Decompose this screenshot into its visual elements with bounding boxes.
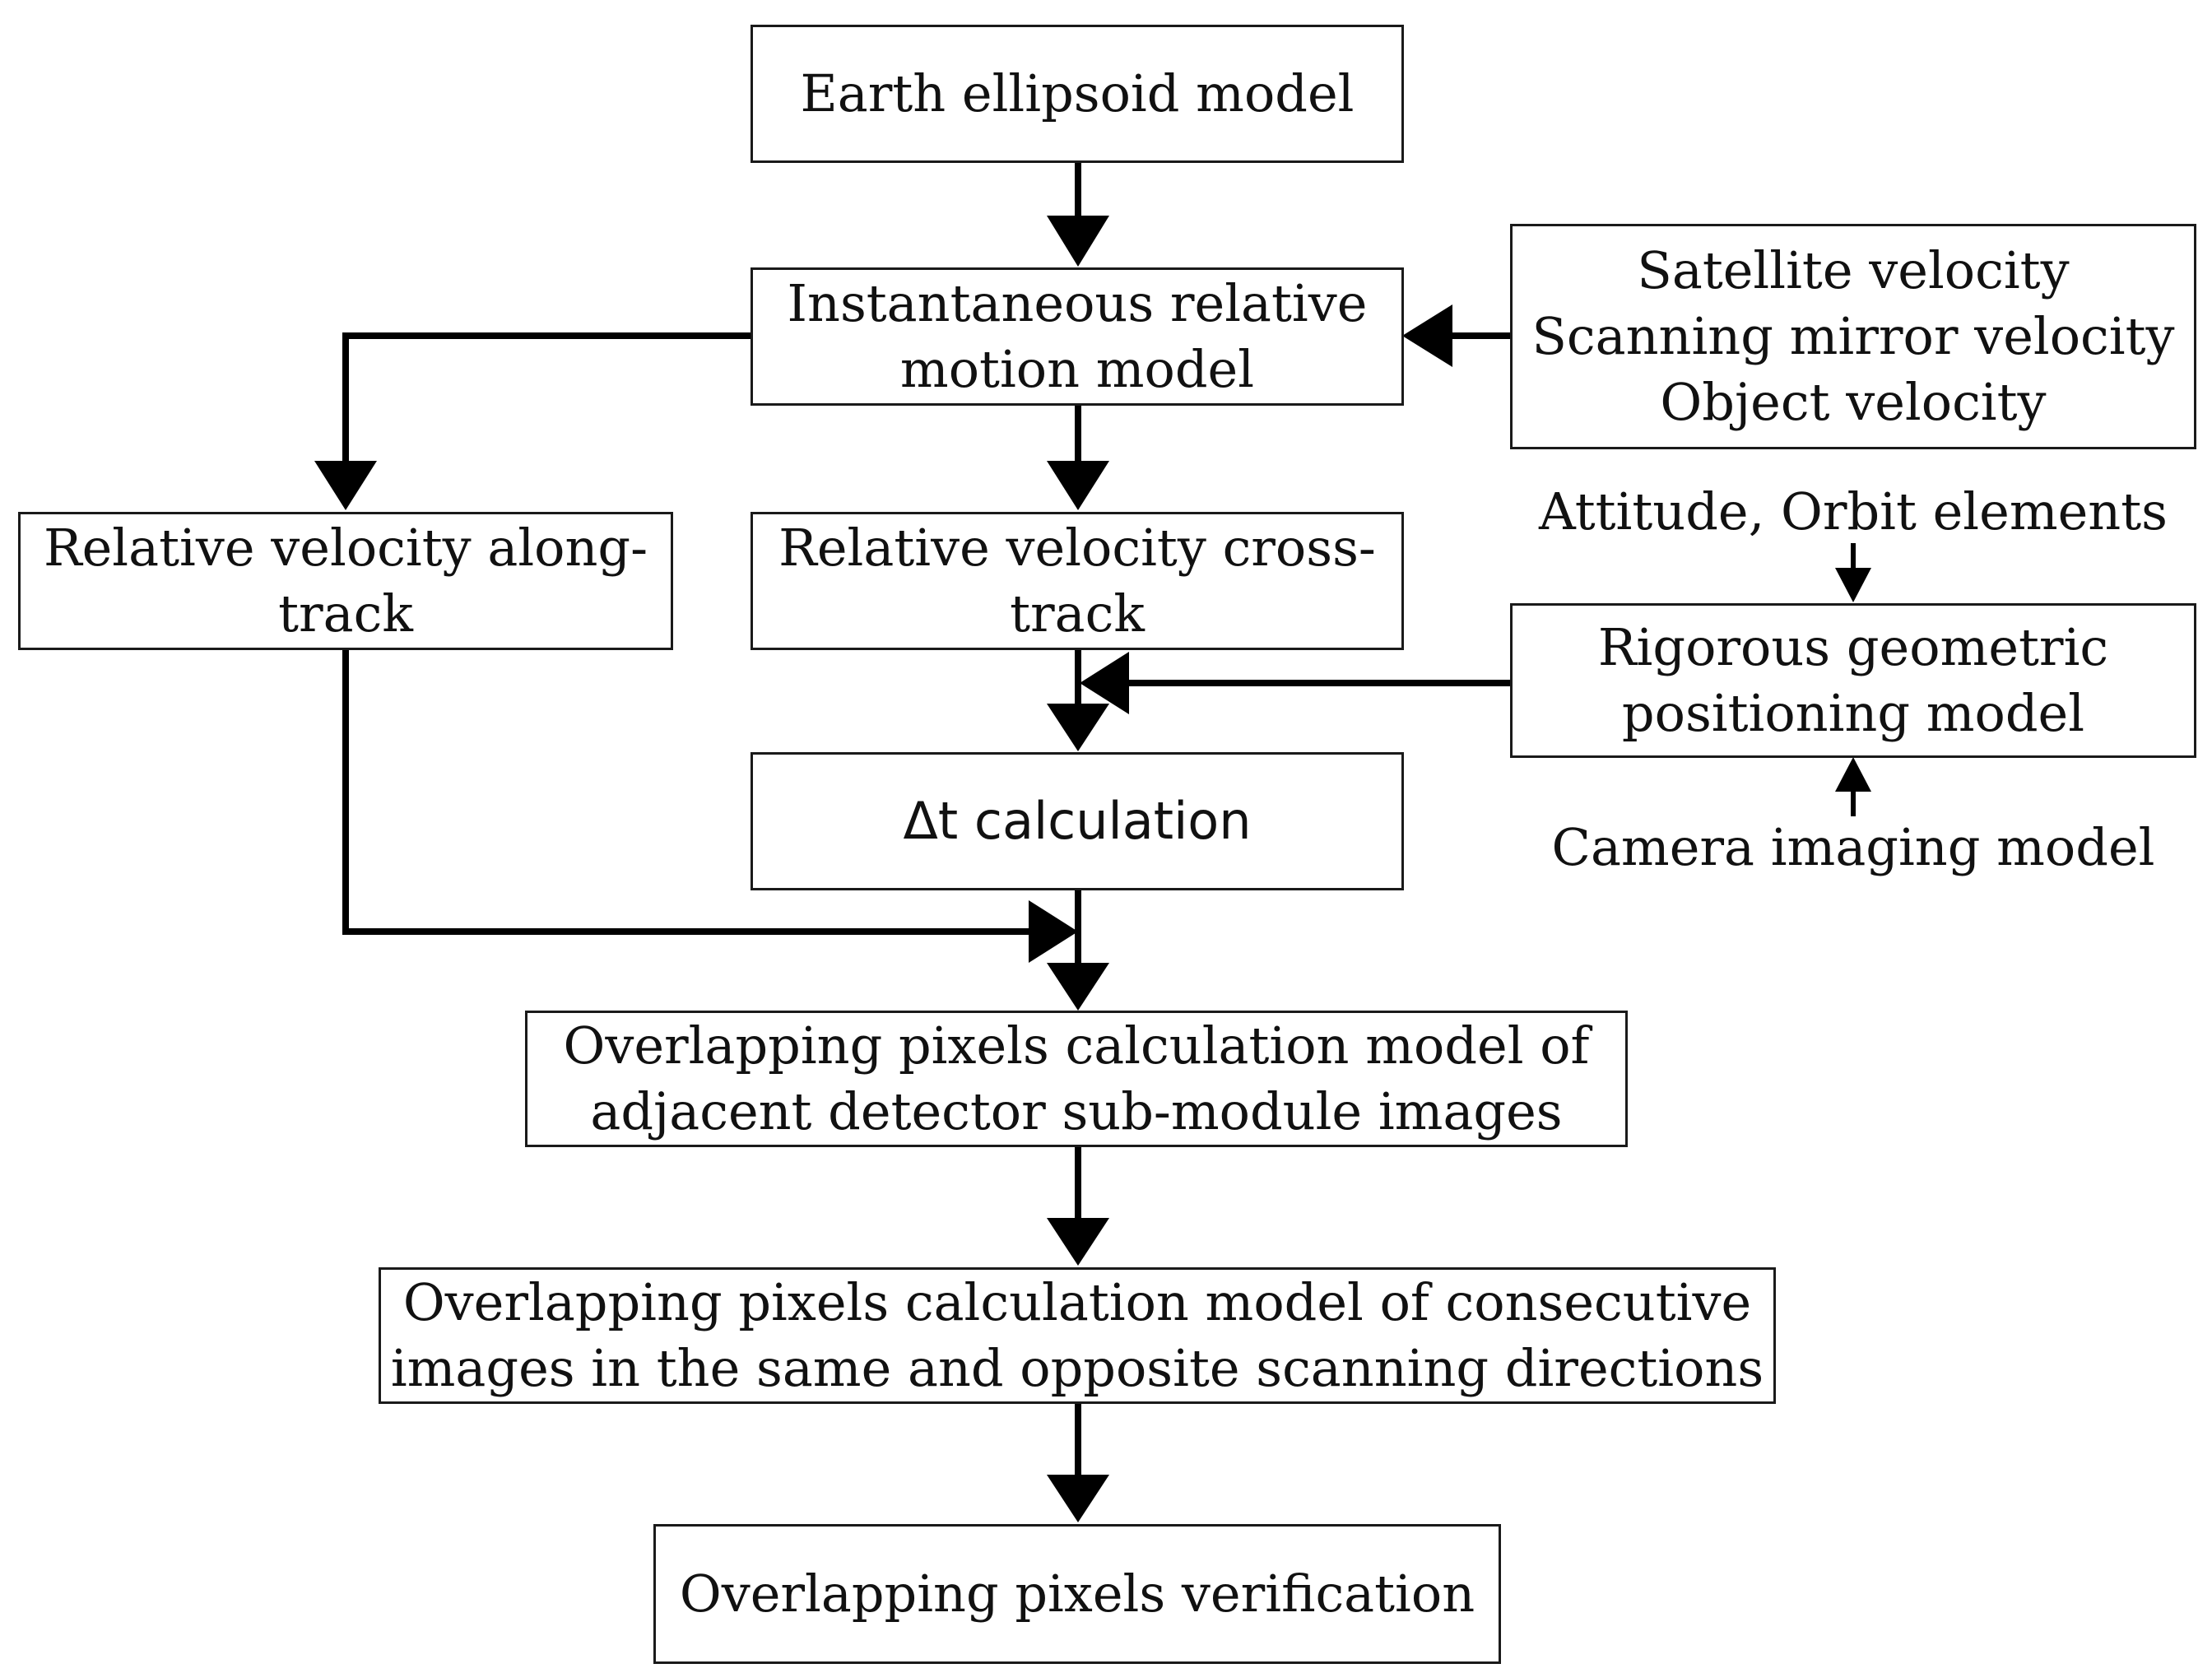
arrow-attitude-to-rigorous xyxy=(1835,543,1871,602)
adjacent-detector-overlap-box: Overlapping pixels calculation model of … xyxy=(525,1011,1628,1147)
arrow-motion-model-to-along-track xyxy=(314,332,750,510)
instantaneous-relative-motion-model-box: Instantaneous relative motion model xyxy=(750,267,1404,406)
relative-velocity-cross-track-box: Relative velocity cross- track xyxy=(750,512,1404,650)
delta-t-label: Δt calculation xyxy=(903,791,1252,851)
object-velocity-label: Object velocity xyxy=(1660,372,2047,432)
arrow-motion-model-to-cross-track xyxy=(1047,405,1109,510)
arrow-adjacent-to-consecutive xyxy=(1047,1146,1109,1266)
camera-imaging-model-label: Camera imaging model xyxy=(1551,817,2155,877)
overlapping-pixels-verification-box: Overlapping pixels verification xyxy=(653,1524,1501,1664)
arrow-rigorous-to-dt xyxy=(1080,652,1510,714)
scanning-mirror-velocity-label: Scanning mirror velocity xyxy=(1531,306,2175,366)
rigorous-geometric-positioning-model-box: Rigorous geometric positioning model xyxy=(1510,603,2196,758)
motion-model-line-1: Instantaneous relative xyxy=(787,273,1368,333)
cross-track-line-1: Relative velocity cross- xyxy=(778,518,1376,578)
verification-label: Overlapping pixels verification xyxy=(679,1564,1475,1624)
arrow-consecutive-to-verification xyxy=(1047,1403,1109,1522)
relative-velocity-along-track-box: Relative velocity along- track xyxy=(18,512,673,650)
arrow-along-track-to-merge xyxy=(342,648,1078,963)
rigorous-line-2: positioning model xyxy=(1621,683,2085,743)
arrow-velocities-to-motion-model xyxy=(1402,304,1510,367)
adjacent-line-2: adjacent detector sub-module images xyxy=(590,1081,1563,1141)
consecutive-line-2: images in the same and opposite scanning… xyxy=(390,1338,1764,1398)
motion-model-line-2: motion model xyxy=(899,339,1255,399)
delta-t-calculation-box: Δt calculation xyxy=(750,752,1404,890)
velocities-box: Satellite velocity Scanning mirror veloc… xyxy=(1510,224,2196,449)
rigorous-line-1: Rigorous geometric xyxy=(1597,617,2109,677)
consecutive-line-1: Overlapping pixels calculation model of … xyxy=(402,1272,1752,1332)
arrow-dt-to-adjacent xyxy=(1047,889,1109,1011)
earth-ellipsoid-model-box: Earth ellipsoid model xyxy=(750,25,1404,163)
arrow-earth-to-motion-model xyxy=(1047,162,1109,267)
arrow-cross-track-to-dt xyxy=(1047,648,1109,751)
satellite-velocity-label: Satellite velocity xyxy=(1637,240,2070,300)
cross-track-line-2: track xyxy=(1010,583,1145,644)
along-track-line-2: track xyxy=(278,583,413,644)
earth-ellipsoid-label: Earth ellipsoid model xyxy=(800,63,1355,123)
attitude-orbit-elements-label: Attitude, Orbit elements xyxy=(1539,481,2168,541)
arrow-camera-to-rigorous xyxy=(1835,757,1871,816)
consecutive-images-overlap-box: Overlapping pixels calculation model of … xyxy=(379,1267,1776,1404)
along-track-line-1: Relative velocity along- xyxy=(43,518,648,578)
adjacent-line-1: Overlapping pixels calculation model of xyxy=(563,1015,1590,1076)
